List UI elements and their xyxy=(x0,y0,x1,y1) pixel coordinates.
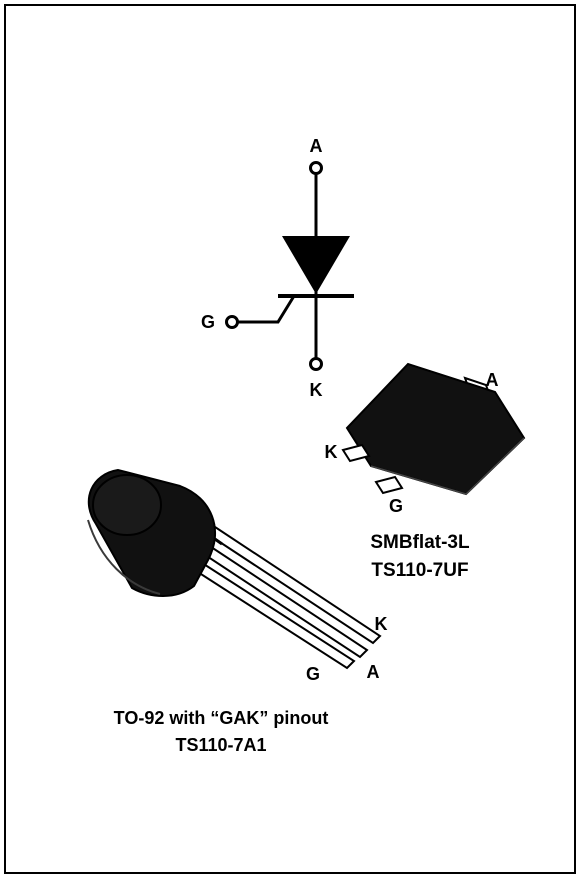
to92-label-a: A xyxy=(367,662,380,682)
anode-label: A xyxy=(310,136,323,156)
to92-package-name: TO-92 with “GAK” pinout xyxy=(114,708,329,728)
gate-wire xyxy=(236,295,296,324)
to92-label-k: K xyxy=(375,614,388,634)
to92-package: G A K xyxy=(87,468,388,684)
smb-label-g: G xyxy=(389,496,403,516)
smb-label-a: A xyxy=(486,370,499,390)
smb-part-number: TS110-7UF xyxy=(371,560,468,581)
smb-label-k: K xyxy=(325,442,338,462)
to92-lead-a xyxy=(188,535,369,659)
smb-pad-k xyxy=(341,443,371,463)
smbflat-package: A K G xyxy=(325,362,526,516)
smb-pad-g xyxy=(374,475,404,495)
smb-body-edge xyxy=(370,437,525,495)
cathode-terminal xyxy=(309,357,323,371)
anode-terminal xyxy=(309,161,323,175)
gate-terminal xyxy=(225,315,239,329)
cathode-label: K xyxy=(310,380,323,400)
diode-triangle xyxy=(282,236,350,294)
smb-package-name: SMBflat-3L xyxy=(370,532,470,553)
to92-top-face xyxy=(92,474,162,536)
gate-label: G xyxy=(201,312,215,332)
to92-label-g: G xyxy=(306,664,320,684)
to92-part-number: TS110-7A1 xyxy=(175,735,266,755)
thyristor-symbol: A G K xyxy=(201,136,354,400)
to92-body-highlight xyxy=(87,519,161,595)
